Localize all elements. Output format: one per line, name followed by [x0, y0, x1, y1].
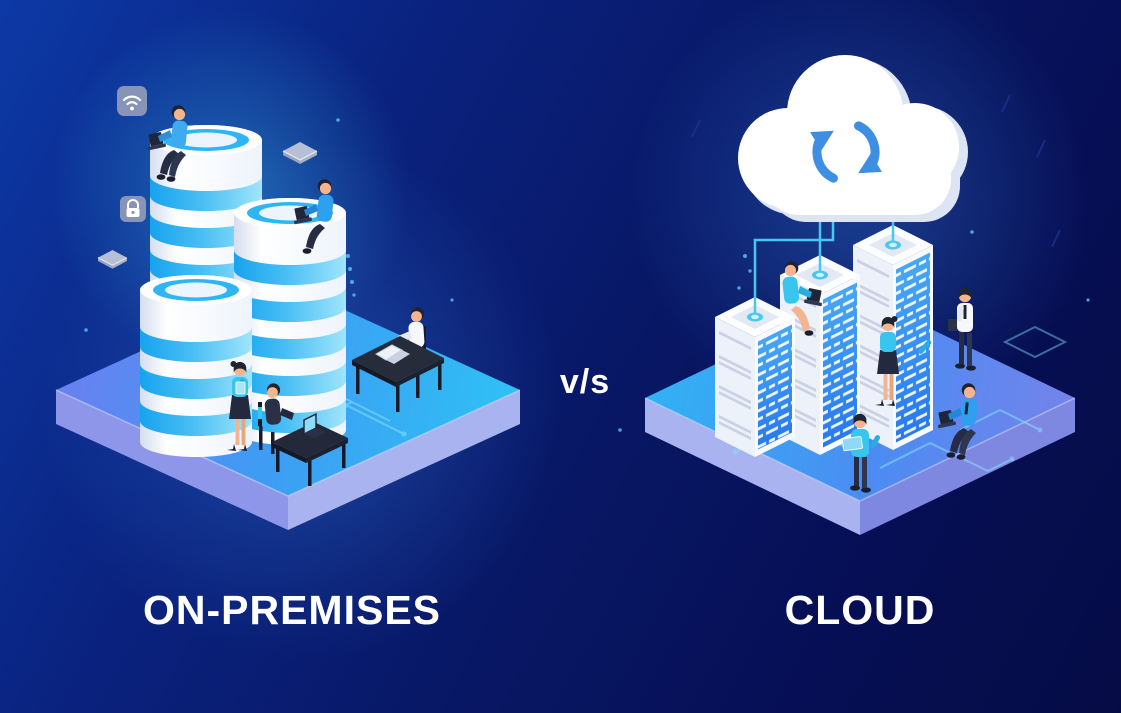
sitting-developer-right [938, 383, 978, 460]
vs-text: v/s [559, 363, 611, 401]
tablet-man [841, 413, 881, 493]
server-tower-1 [715, 297, 795, 457]
cloud-label: CLOUD [784, 587, 936, 633]
sync-icon [810, 121, 882, 183]
person-on-database-back [148, 105, 188, 182]
database-stack-front [140, 275, 252, 457]
meeting-desk [258, 383, 348, 486]
cloud-icon [738, 55, 968, 222]
server-tower-3 [853, 225, 933, 450]
wifi-icon [117, 86, 147, 116]
person-on-server [782, 261, 822, 336]
on-premises-scene [55, 86, 521, 530]
standing-woman-right [875, 316, 932, 406]
standing-manager [948, 287, 976, 371]
rain-streaks [691, 94, 1061, 248]
on-premises-label: ON-PREMISES [142, 587, 442, 633]
workstation-desk [352, 307, 444, 412]
seated-developer [264, 383, 294, 425]
mail-icon [282, 142, 318, 164]
standing-woman-left [227, 361, 251, 451]
desk-laptop [375, 344, 410, 364]
cloud-scene [644, 55, 1076, 535]
lock-icon [120, 196, 146, 222]
person-on-database-right [294, 179, 334, 254]
mail-icon [97, 250, 128, 269]
cyan-laptop [303, 412, 326, 438]
